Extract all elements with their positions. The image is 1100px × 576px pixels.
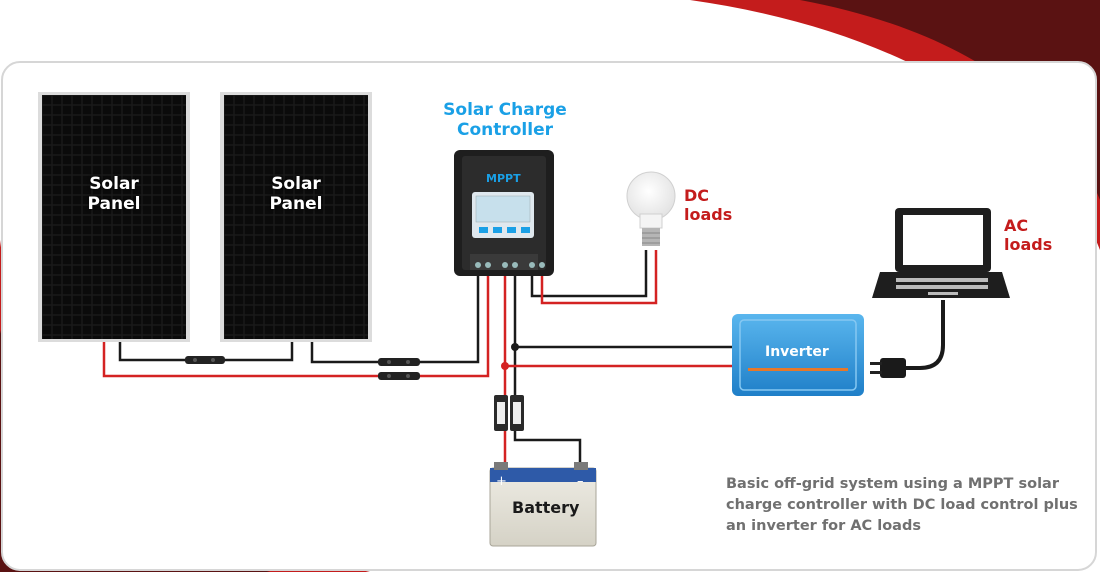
laptop [872,208,1010,298]
inverter-box [732,314,864,396]
battery-minus: – [577,474,584,489]
battery-plus: + [496,474,507,489]
mc4-connectors [185,356,420,380]
inverter-label: Inverter [765,344,829,360]
ac-plug [870,358,906,378]
solar-panel-1-label: Solar Panel [87,174,141,215]
junction-black [511,343,519,351]
charge-controller [454,150,554,276]
battery [489,462,597,547]
battery-label: Battery [512,498,580,517]
led-bulb [626,171,676,246]
solar-panel-2-label: Solar Panel [269,174,323,215]
solar-panel-1 [38,92,190,342]
mppt-label: MPPT [486,172,521,185]
dc-loads-label: DC loads [684,186,733,225]
junction-red [501,362,509,370]
fuse-holders [494,395,524,431]
diagram-caption: Basic off-grid system using a MPPT solar… [726,476,1078,535]
ac-loads-label: AC loads [1004,216,1053,255]
solar-panel-2 [220,92,372,342]
controller-title: Solar Charge Controller [443,100,567,141]
